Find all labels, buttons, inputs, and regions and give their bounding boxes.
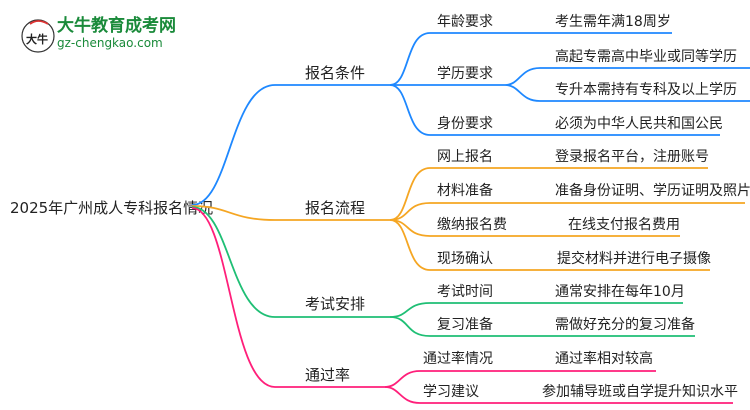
connector-branch-3	[191, 206, 390, 318]
leaf-node: 提交材料并进行电子摄像	[557, 250, 711, 267]
branch-node: 报名条件	[305, 64, 365, 82]
connector	[389, 219, 710, 271]
sub-node: 缴纳报名费	[437, 217, 507, 233]
logo-url: gz-chengkao.com	[57, 36, 163, 50]
connector	[384, 370, 656, 388]
leaf-node: 高起专需高中毕业或同等学历	[555, 48, 737, 65]
logo-mark-text: 大牛	[26, 32, 48, 46]
connector	[389, 316, 695, 337]
sub-node: 网上报名	[437, 149, 493, 165]
leaf-node: 准备身份证明、学历证明及照片	[555, 182, 750, 199]
connector	[389, 302, 683, 318]
connector	[389, 32, 672, 86]
connector	[389, 202, 745, 221]
leaf-node: 登录报名平台，注册账号	[555, 149, 709, 165]
sub-node: 考试时间	[437, 284, 493, 300]
sub-node: 身份要求	[437, 116, 493, 132]
branch-node: 通过率	[305, 366, 350, 384]
sub-node: 年龄要求	[437, 14, 493, 30]
branch-node: 报名流程	[305, 199, 365, 217]
leaf-node: 在线支付报名费用	[568, 217, 680, 233]
logo: 大牛 大牛教育成考网 gz-chengkao.com	[21, 15, 176, 53]
connector	[390, 67, 750, 102]
connector-branch-1	[191, 84, 390, 206]
leaf-node: 必须为中华人民共和国公民	[555, 116, 723, 132]
sub-node: 学习建议	[423, 384, 479, 400]
connector	[384, 386, 733, 404]
connector-branch-2	[191, 205, 390, 221]
sub-node: 材料准备	[437, 182, 493, 199]
connector	[389, 167, 708, 221]
leaf-node: 参加辅导班或自学提升知识水平	[542, 383, 738, 400]
sub-node: 复习准备	[437, 316, 493, 333]
branch-node: 考试安排	[305, 295, 365, 313]
sub-node: 学历要求	[437, 66, 493, 82]
connector-branch-4	[191, 207, 385, 388]
leaf-node: 专升本需持有专科及以上学历	[555, 82, 737, 98]
leaf-node: 通过率相对较高	[555, 350, 653, 367]
leaf-node: 通常安排在每年10月	[555, 284, 685, 300]
root-node: 2025年广州成人专科报名情况	[10, 199, 213, 217]
sub-node: 现场确认	[437, 251, 493, 267]
logo-name: 大牛教育成考网	[57, 15, 176, 36]
logo-mark-icon	[21, 19, 55, 53]
sub-node: 通过率情况	[423, 350, 493, 367]
leaf-node: 需做好充分的复习准备	[555, 316, 695, 333]
leaf-node: 考生需年满18周岁	[555, 14, 671, 30]
connector	[389, 84, 720, 136]
